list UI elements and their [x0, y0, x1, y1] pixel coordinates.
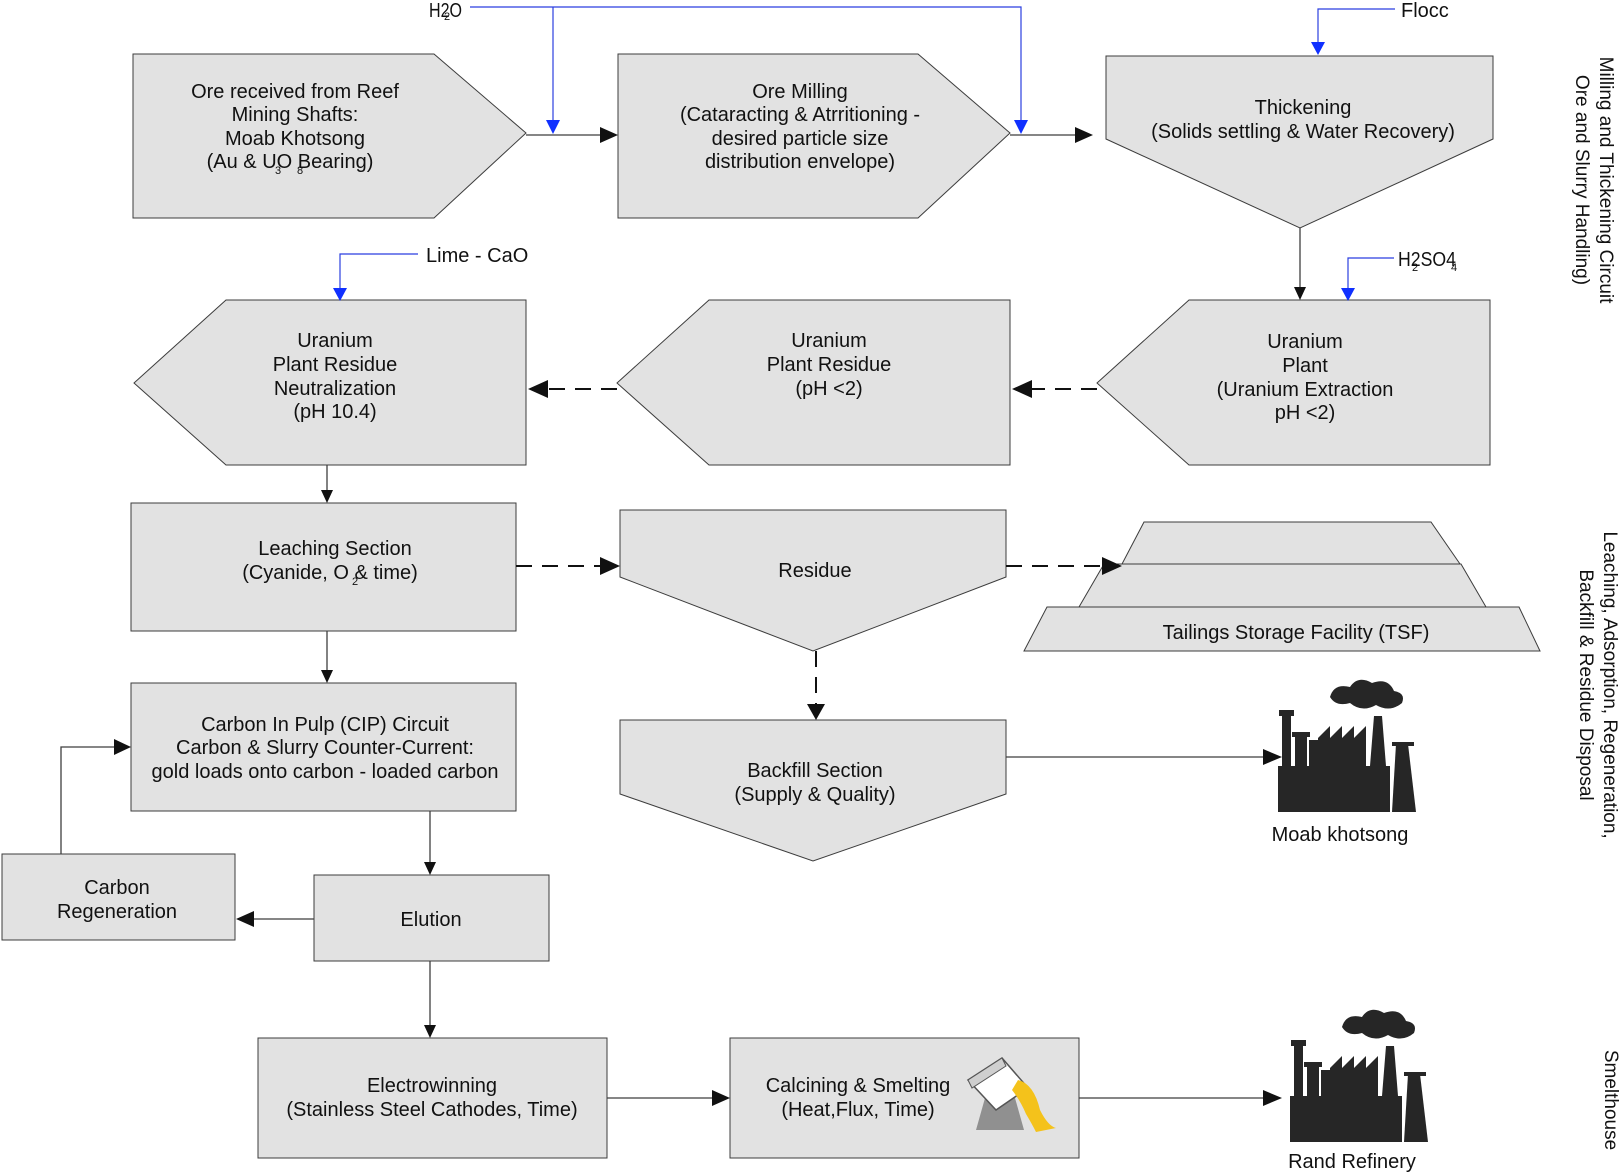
- neutralization-label: Uranium Plant Residue Neutralization (pH…: [273, 330, 398, 423]
- cip-line: gold loads onto carbon - loaded carbon: [152, 761, 499, 783]
- ore-received-label: Ore received from Reef Mining Shafts: Mo…: [191, 81, 399, 173]
- tsf-middle-tier: [1078, 563, 1487, 608]
- rand-refinery-label: Rand Refinery: [1288, 1151, 1416, 1173]
- cip-line: Carbon & Slurry Counter-Current:: [176, 737, 474, 759]
- lime-reagent-label: Lime - CaO: [426, 245, 528, 267]
- elution-label: Elution: [400, 909, 461, 931]
- leach-o-subscript: 2: [352, 576, 358, 588]
- neutralization-line: (pH 10.4): [293, 401, 376, 423]
- smelthouse-section-line: Smelthouse: [1600, 1050, 1620, 1150]
- uranium-residue-label: Uranium Plant Residue (pH <2): [767, 330, 892, 400]
- ore-milling-line: desired particle size: [712, 128, 889, 150]
- uranium-plant-line: Plant: [1282, 355, 1328, 377]
- ore-milling-line: (Cataracting & Atrritioning -: [680, 104, 920, 126]
- reagent-lines: [333, 6, 1395, 301]
- cip-shape: [130, 682, 517, 812]
- carbon-regen-shape: [1, 853, 236, 941]
- backfill-label: Backfill Section (Supply & Quality): [734, 760, 895, 806]
- acid-o-subscript: 4: [1451, 262, 1457, 274]
- backfill-shape: [619, 719, 1007, 862]
- backfill-line: Backfill Section: [747, 760, 883, 782]
- milling-section-label: Milling and Thickening Circuit Ore and S…: [1571, 57, 1616, 304]
- leaching-section-label: Leaching, Adsorption, Regeneration, Back…: [1575, 531, 1620, 838]
- ore-received-line: Ore received from Reef: [191, 81, 399, 103]
- electrowinning-label: Electrowinning (Stainless Steel Cathodes…: [286, 1075, 577, 1121]
- ore-milling-label: Ore Milling (Cataracting & Atrritioning …: [680, 81, 920, 173]
- smelthouse-section-label: Smelthouse: [1600, 1050, 1620, 1150]
- leaching-shape: [130, 502, 517, 632]
- ore-milling-shape: [617, 53, 1011, 219]
- factory-icon: [1278, 679, 1416, 812]
- uranium-plant-line: pH <2): [1275, 402, 1336, 424]
- uranium-residue-line: Uranium: [791, 330, 867, 352]
- thickening-line: Thickening: [1255, 97, 1352, 119]
- cip-line: Carbon In Pulp (CIP) Circuit: [201, 714, 449, 736]
- acid-h-subscript: 2: [1412, 262, 1418, 274]
- main-flow-connectors: [60, 127, 1306, 1106]
- residue-shape: [619, 509, 1007, 652]
- tsf-bottom-tier: [1023, 606, 1541, 652]
- uo-u-subscript: 3: [275, 165, 281, 177]
- residue-label: Residue: [778, 560, 851, 582]
- leaching-line: Leaching Section: [258, 538, 411, 560]
- cip-label: Carbon In Pulp (CIP) Circuit Carbon & Sl…: [152, 714, 499, 783]
- uranium-residue-line: (pH <2): [795, 378, 862, 400]
- neutralization-line: Neutralization: [274, 378, 396, 400]
- electrowinning-line: (Stainless Steel Cathodes, Time): [286, 1099, 577, 1121]
- pouring-crucible-icon: [966, 1057, 1056, 1132]
- uo-o-subscript: 8: [297, 165, 303, 177]
- thickening-shape: [1105, 55, 1494, 229]
- ore-received-line: (Au & UO Bearing): [207, 151, 374, 173]
- neutralization-line: Uranium: [297, 330, 373, 352]
- water-subscript: 2: [444, 11, 450, 23]
- elution-shape: [313, 874, 550, 962]
- electrowinning-shape: [257, 1037, 608, 1159]
- leaching-section-line: Leaching, Adsorption, Regeneration,: [1599, 531, 1620, 838]
- moab-factory-label: Moab khotsong: [1272, 824, 1409, 846]
- ore-received-shape: [132, 53, 527, 219]
- ore-received-line: Moab Khotsong: [225, 128, 365, 150]
- carbon-regen-line: Regeneration: [57, 901, 177, 923]
- uranium-plant-label: Uranium Plant (Uranium Extraction pH <2): [1217, 331, 1394, 424]
- uranium-residue-line: Plant Residue: [767, 354, 892, 376]
- calcining-line: (Heat,Flux, Time): [781, 1099, 934, 1121]
- water-reagent-label: H2O: [429, 0, 462, 22]
- tsf-top-tier: [1121, 521, 1461, 565]
- acid-reagent-label: H2SO4: [1398, 249, 1456, 271]
- uranium-plant-line: Uranium: [1267, 331, 1343, 353]
- carbon-regen-line: Carbon: [84, 877, 150, 899]
- carbon-regen-label: Carbon Regeneration: [57, 877, 177, 923]
- neutralization-shape: [133, 299, 527, 466]
- uranium-plant-shape: [1096, 299, 1491, 466]
- thickening-label: Thickening (Solids settling & Water Reco…: [1151, 97, 1455, 143]
- uranium-residue-shape: [616, 299, 1011, 466]
- neutralization-line: Plant Residue: [273, 354, 398, 376]
- calcining-label: Calcining & Smelting (Heat,Flux, Time): [766, 1075, 951, 1121]
- milling-section-line: Ore and Slurry Handling): [1571, 75, 1592, 285]
- ore-milling-line: Ore Milling: [752, 81, 848, 103]
- electrowinning-line: Electrowinning: [367, 1075, 497, 1097]
- dashed-flow-connectors: [516, 380, 1122, 720]
- uranium-plant-line: (Uranium Extraction: [1217, 379, 1394, 401]
- flocc-reagent-label: Flocc: [1401, 0, 1449, 22]
- ore-received-line: Mining Shafts:: [232, 104, 359, 126]
- milling-section-line: Milling and Thickening Circuit: [1595, 57, 1616, 304]
- leaching-label: Leaching Section (Cyanide, O & time): [242, 538, 418, 584]
- factory-icon: [1290, 1009, 1428, 1142]
- calcining-line: Calcining & Smelting: [766, 1075, 951, 1097]
- leaching-line: (Cyanide, O & time): [242, 562, 418, 584]
- thickening-line: (Solids settling & Water Recovery): [1151, 121, 1455, 143]
- tsf-label: Tailings Storage Facility (TSF): [1163, 622, 1430, 644]
- leaching-section-line: Backfill & Residue Disposal: [1575, 569, 1596, 800]
- ore-milling-line: distribution envelope): [705, 151, 895, 173]
- backfill-line: (Supply & Quality): [734, 784, 895, 806]
